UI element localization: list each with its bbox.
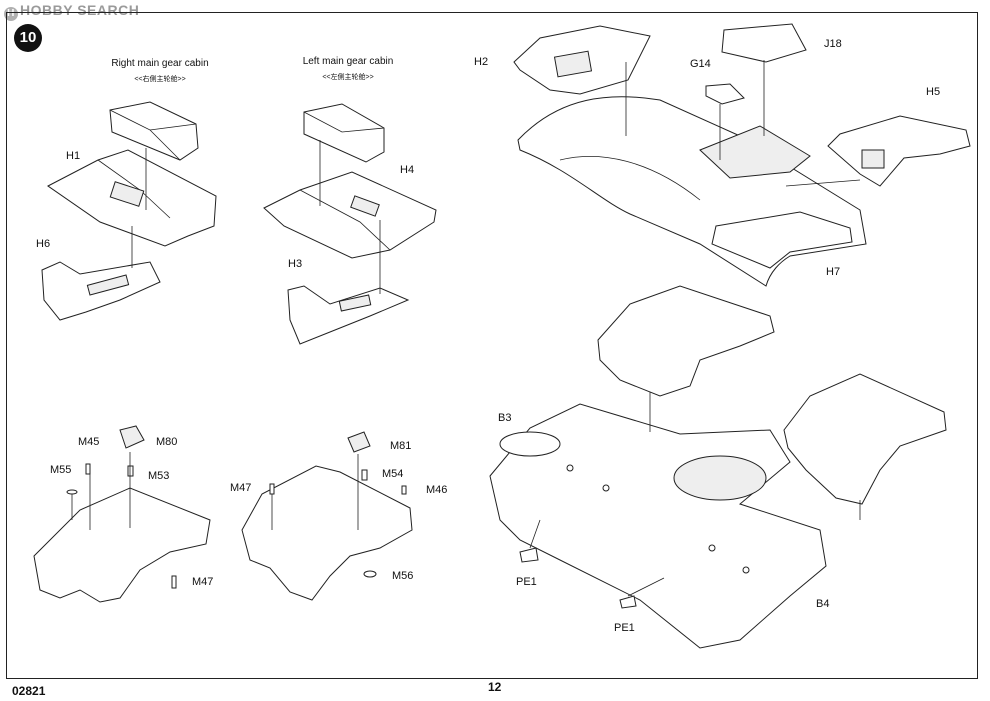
part-h3-drawing-icon	[287, 285, 410, 345]
part-label-b4: B4	[816, 598, 830, 610]
gear-bay-right-drawing-icon	[783, 373, 947, 505]
part-label-b3: B3	[498, 412, 512, 424]
right-cabin-box-icon	[109, 101, 199, 161]
part-h6-drawing-icon	[41, 261, 161, 321]
part-g14-drawing-icon	[705, 83, 745, 105]
watermark-text: HOBBY SEARCH	[20, 2, 140, 18]
right-cabin-title: Right main gear cabin	[111, 58, 209, 69]
gear-bay-upper-drawing-icon	[597, 285, 775, 397]
part-pe1-a-icon	[519, 547, 539, 563]
part-h1-drawing-icon	[47, 149, 217, 247]
right-cabin-assembled-drawing-icon	[33, 425, 211, 603]
part-h7-wing-drawing-icon	[517, 96, 867, 287]
part-label-h7: H7	[826, 266, 841, 278]
part-label-m47-a: M47	[192, 576, 214, 588]
part-label-j18: J18	[824, 38, 842, 50]
part-h4-drawing-icon	[263, 171, 437, 259]
part-pe1-b-icon	[619, 595, 637, 609]
kit-number: 02821	[12, 684, 46, 698]
part-label-pe1-b: PE1	[614, 622, 635, 634]
watermark-logo-icon: H	[4, 7, 18, 21]
part-label-m46: M46	[426, 484, 448, 496]
page-frame	[6, 12, 978, 679]
right-cabin-subtitle: <<右側主轮舱>>	[134, 76, 186, 83]
left-cabin-assembled-drawing-icon	[241, 431, 413, 601]
part-label-m81: M81	[390, 440, 412, 452]
left-cabin-box-icon	[303, 103, 385, 163]
part-h5-drawing-icon	[827, 115, 971, 187]
part-label-m53: M53	[148, 470, 170, 482]
part-label-m80: M80	[156, 436, 178, 448]
step-number-badge: 10	[14, 24, 42, 52]
part-label-m56: M56	[392, 570, 414, 582]
part-label-m45: M45	[78, 436, 100, 448]
part-label-h1: H1	[66, 150, 81, 162]
part-label-h3: H3	[288, 258, 303, 270]
left-cabin-subtitle: <<左側主轮舱>>	[322, 74, 374, 81]
part-label-h4: H4	[400, 164, 415, 176]
part-label-h6: H6	[36, 238, 51, 250]
part-label-m47-b: M47	[230, 482, 252, 494]
part-label-h2: H2	[474, 56, 489, 68]
part-j18-drawing-icon	[721, 23, 807, 63]
left-cabin-title: Left main gear cabin	[302, 56, 394, 67]
part-label-pe1-a: PE1	[516, 576, 537, 588]
page-number: 12	[488, 680, 502, 694]
part-label-h5: H5	[926, 86, 941, 98]
part-label-m54: M54	[382, 468, 404, 480]
part-label-m55: M55	[50, 464, 72, 476]
part-h2-drawing-icon	[513, 25, 651, 95]
part-b3-fuselage-drawing-icon	[489, 403, 827, 649]
part-label-g14: G14	[690, 58, 711, 70]
